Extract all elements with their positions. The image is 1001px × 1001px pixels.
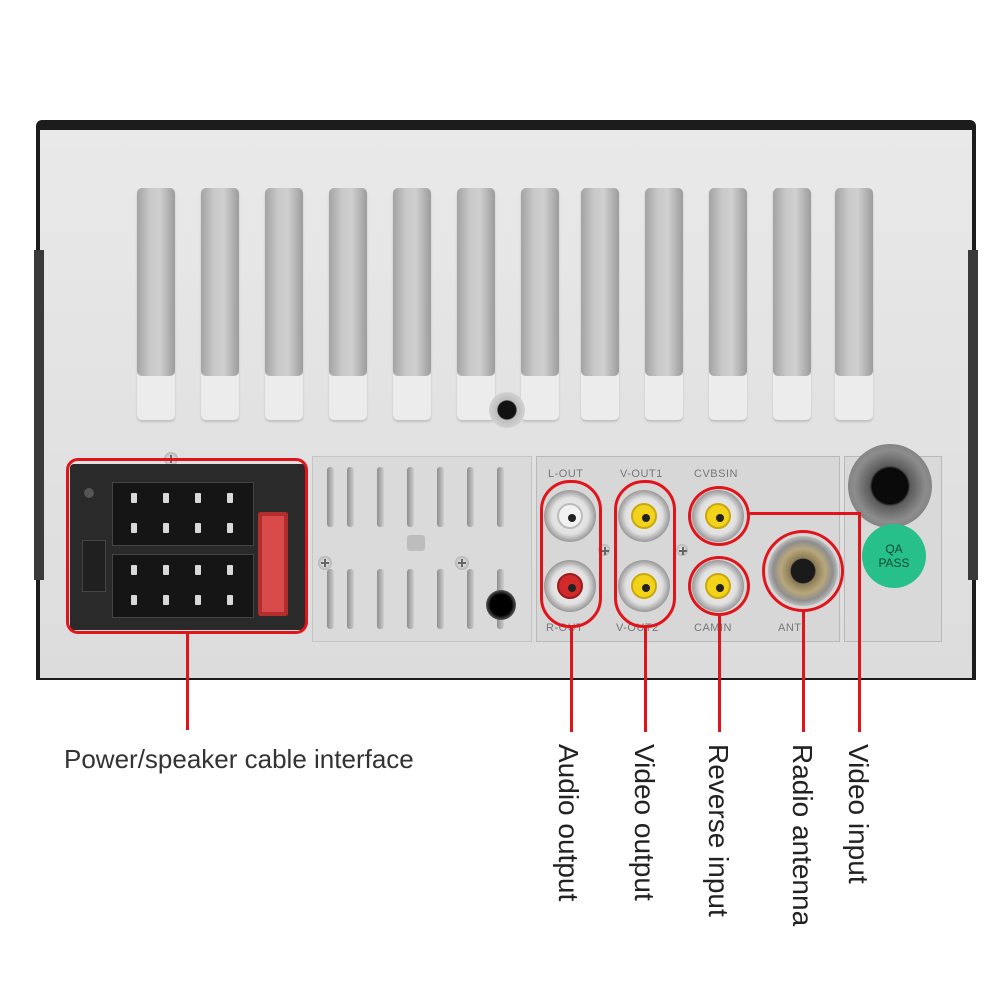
vent-slot	[377, 569, 384, 629]
vent-slot	[497, 467, 504, 527]
label-ant: ANT	[778, 622, 802, 634]
callout-line-reverse	[718, 616, 721, 732]
connector-pin	[163, 595, 169, 605]
qa-line1: QA	[885, 542, 903, 556]
vent-slot	[467, 467, 474, 527]
connector-pin	[195, 493, 201, 503]
callout-line-video-in-h	[748, 512, 860, 515]
screw-icon	[318, 556, 332, 570]
vent-slot	[327, 467, 334, 527]
connector-block-bottom	[112, 554, 254, 618]
heat-sink-fin	[521, 188, 559, 420]
connector-pin	[163, 565, 169, 575]
label-camin: CAMIN	[694, 622, 732, 634]
label-v-out1: V-OUT1	[620, 468, 663, 480]
heat-sink-fin	[645, 188, 683, 420]
vent-slot	[407, 467, 414, 527]
left-edge	[34, 250, 44, 580]
connector-pin	[131, 595, 137, 605]
label-power-speaker: Power/speaker cable interface	[64, 744, 414, 774]
connector-pin	[195, 595, 201, 605]
qa-pass-sticker: QA PASS	[862, 524, 926, 588]
aux-jack	[486, 590, 516, 620]
highlight-video-output	[614, 480, 676, 628]
highlight-power-connector	[66, 458, 308, 634]
vent-slot	[377, 467, 384, 527]
callout-line-power	[186, 634, 189, 730]
vent-slot	[467, 569, 474, 629]
highlight-video-input	[688, 486, 750, 546]
heat-sink-fin	[329, 188, 367, 420]
vent-slot	[327, 569, 334, 629]
screw-icon	[676, 544, 688, 556]
label-reverse-input: Reverse input	[703, 744, 734, 917]
heat-sink-fin	[581, 188, 619, 420]
rca-core-yellow	[631, 573, 657, 599]
right-edge	[968, 250, 978, 580]
label-audio-output: Audio output	[553, 744, 584, 902]
highlight-audio-output	[540, 480, 602, 628]
connector-pin	[163, 493, 169, 503]
label-l-out: L-OUT	[548, 468, 584, 480]
highlight-reverse-input	[688, 556, 750, 616]
heat-sink-fin	[709, 188, 747, 420]
heat-sink-fin	[201, 188, 239, 420]
heat-sink-fin	[835, 188, 873, 420]
vent-panel	[312, 456, 532, 642]
connector-key	[82, 540, 106, 592]
connector-pin	[131, 565, 137, 575]
cable-grommet	[848, 444, 932, 528]
vent-slot	[437, 467, 444, 527]
connector-pin	[131, 523, 137, 533]
callout-line-audio	[570, 628, 573, 732]
vent-slot	[437, 569, 444, 629]
heat-sink-fin	[457, 188, 495, 420]
connector-pin	[163, 523, 169, 533]
connector-pin	[227, 523, 233, 533]
connector-pin-hole	[84, 488, 94, 498]
vent-slot	[347, 569, 354, 629]
connector-pin	[195, 565, 201, 575]
callout-line-video-out	[644, 628, 647, 732]
qa-line2: PASS	[878, 556, 910, 570]
callout-line-video-in-v	[858, 512, 861, 732]
connector-block-top	[112, 482, 254, 546]
connector-pin	[131, 493, 137, 503]
rca-core-red	[557, 573, 583, 599]
label-radio-antenna: Radio antenna	[787, 744, 818, 927]
highlight-radio-antenna	[762, 530, 844, 612]
callout-line-radio	[802, 612, 805, 732]
connector-pin	[227, 595, 233, 605]
heat-sink-fin	[773, 188, 811, 420]
label-video-input: Video input	[843, 744, 874, 884]
connector-pin	[227, 565, 233, 575]
vent-slot	[347, 467, 354, 527]
heat-sink-fin	[137, 188, 175, 420]
screw-icon	[455, 556, 469, 570]
label-video-output: Video output	[629, 744, 660, 901]
label-cvbsin: CVBSIN	[694, 468, 738, 480]
connector-pin	[195, 523, 201, 533]
fuse-icon	[258, 512, 288, 616]
vent-tab	[407, 535, 425, 551]
heat-sink-fin	[393, 188, 431, 420]
mounting-hole	[489, 392, 525, 428]
vent-slot	[407, 569, 414, 629]
connector-pin	[227, 493, 233, 503]
heat-sink-fin	[265, 188, 303, 420]
